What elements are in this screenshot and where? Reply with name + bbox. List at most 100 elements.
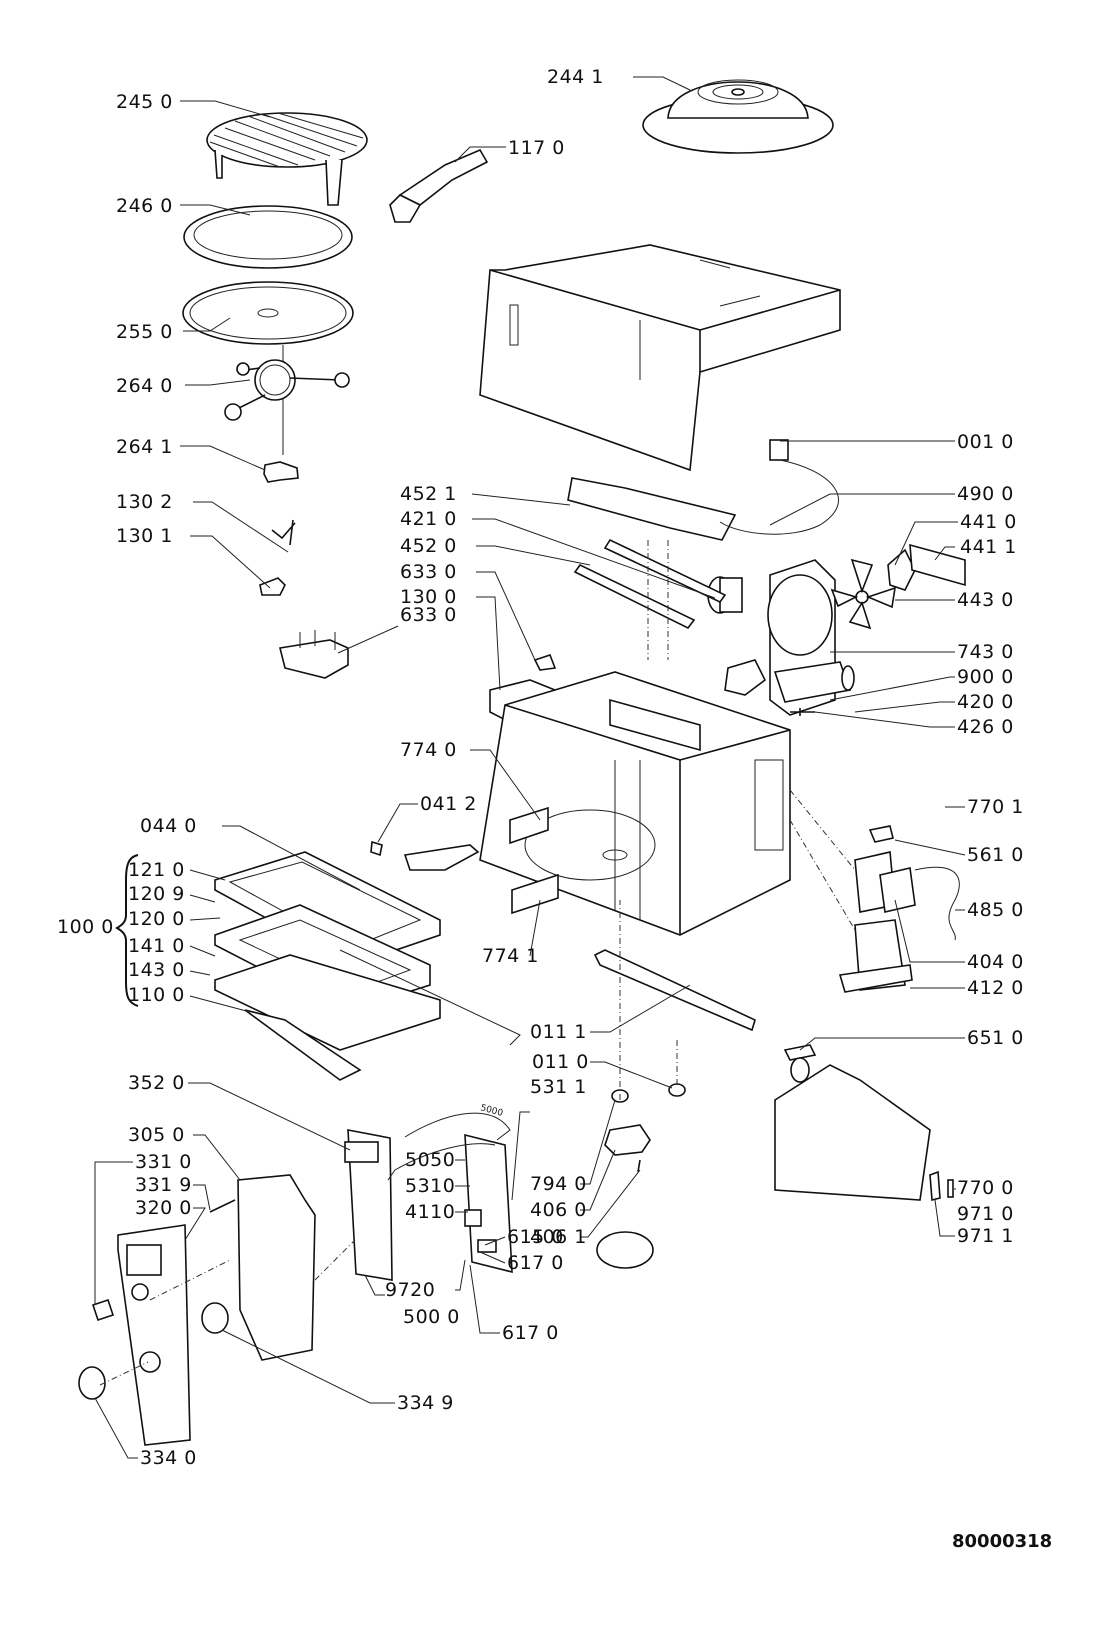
resistor-drawing: [790, 708, 815, 716]
control-panel-drawing: [117, 1224, 191, 1446]
switch-holder-drawing: [533, 653, 557, 671]
callout-900-0: 900 0: [957, 666, 1014, 688]
group-leaders: [189, 869, 251, 1013]
callout-352-0: 352 0: [128, 1072, 185, 1094]
callout-264-1: 264 1: [116, 436, 173, 458]
callout-5050: 5050: [405, 1149, 455, 1171]
pcb-arrow-annotation: 5000: [479, 1103, 504, 1119]
callout-245-0: 245 0: [116, 91, 173, 113]
callout-617-0-upper: 617 0: [507, 1252, 564, 1274]
magnetron-drawing: [854, 851, 916, 913]
wire-drawing: [914, 866, 960, 941]
turntable-motor-drawing: [604, 1124, 651, 1156]
callout-615-0: 615 0: [507, 1226, 564, 1248]
group-member-120-9: 120 9: [128, 883, 185, 905]
callout-4110: 4110: [405, 1201, 455, 1223]
callout-130-1: 130 1: [116, 525, 173, 547]
callout-5310: 5310: [405, 1175, 455, 1197]
fan-motor-drawing: [887, 548, 916, 591]
roller-ring-drawing: [224, 359, 350, 421]
group-member-110-0: 110 0: [128, 984, 185, 1006]
callout-331-9: 331 9: [135, 1174, 192, 1196]
door-bracket-drawing: [403, 844, 480, 871]
thermal-fuse-drawing: [868, 825, 894, 843]
callout-331-0: 331 0: [135, 1151, 192, 1173]
capacitor-drawing: [773, 661, 855, 703]
motor-screw-drawing: [637, 1159, 641, 1173]
callout-255-0: 255 0: [116, 321, 173, 343]
callout-011-1: 011 1: [530, 1021, 587, 1043]
foot-drawing: [668, 1083, 686, 1097]
crisp-plate-drawing: [183, 205, 353, 269]
callout-531-1: 531 1: [530, 1076, 587, 1098]
callout-246-0: 246 0: [116, 195, 173, 217]
callout-452-0: 452 0: [400, 535, 457, 557]
stirrer-cover-drawing: [596, 1231, 654, 1269]
control-bracket-drawing: [237, 1174, 316, 1361]
coupler-drawing: [263, 461, 299, 483]
handle-drawing: [389, 148, 489, 223]
callout-651-0: 651 0: [967, 1027, 1024, 1049]
knob-drawing: [78, 1366, 106, 1400]
callout-774-0: 774 0: [400, 739, 457, 761]
screw-drawing: [370, 840, 383, 857]
callout-001-0: 001 0: [957, 431, 1014, 453]
callout-971-1: 971 1: [957, 1225, 1014, 1247]
callout-leaders: [94, 76, 966, 1459]
mains-cable-drawing: [719, 439, 840, 535]
callout-426-0: 426 0: [957, 716, 1014, 738]
document-number: 80000318: [952, 1531, 1052, 1552]
fuse-drawing: [947, 1179, 954, 1198]
fuse-holder-drawing: [929, 1170, 941, 1202]
callout-421-0: 421 0: [400, 508, 457, 530]
callout-011-0: 011 0: [532, 1051, 589, 1073]
callout-774-1: 774 1: [482, 945, 539, 967]
lamp-drawing: [783, 1044, 817, 1083]
part-drawings: [78, 79, 966, 1446]
grill-heater-drawing: [573, 538, 727, 630]
callout-406-1: 406 1: [530, 1226, 587, 1248]
main-pcb-drawing: [387, 1112, 513, 1274]
knob-ring-drawing: [201, 1302, 229, 1334]
callout-561-0: 561 0: [967, 844, 1024, 866]
callout-244-1: 244 1: [547, 66, 604, 88]
callout-485-0: 485 0: [967, 899, 1024, 921]
callout-044-0: 044 0: [140, 815, 197, 837]
spring-drawing: [271, 519, 296, 546]
callout-770-1: 770 1: [967, 796, 1024, 818]
fan-blade-drawing: [830, 558, 896, 630]
hinge-plate-lower-drawing: [511, 873, 559, 915]
callout-334-0: 334 0: [140, 1447, 197, 1469]
callout-9720: 9720: [385, 1279, 435, 1301]
group-member-121-0: 121 0: [128, 859, 185, 881]
switch-bracket-drawing: [279, 630, 349, 679]
callout-264-0: 264 0: [116, 375, 173, 397]
fan-bracket-drawing: [909, 543, 966, 587]
callout-labels: 245 0 117 0 244 1 246 0 255 0 264 0 264 …: [57, 66, 1024, 1469]
heater-cover-drawing: [567, 477, 737, 541]
group-label-100-0: 100 0: [57, 916, 114, 938]
diode-drawing: [724, 659, 767, 696]
callout-420-0: 420 0: [957, 691, 1014, 713]
assembly-guide-lines: [99, 540, 856, 1386]
callout-633-0-left: 633 0: [400, 604, 457, 626]
callout-117-0: 117 0: [508, 137, 565, 159]
callout-130-2: 130 2: [116, 491, 173, 513]
callout-041-2: 041 2: [420, 793, 477, 815]
glass-plate-drawing: [182, 281, 354, 455]
outer-casing-drawing: [479, 244, 841, 472]
group-member-120-0: 120 0: [128, 908, 185, 930]
callout-490-0: 490 0: [957, 483, 1014, 505]
callout-500-0: 500 0: [403, 1306, 460, 1328]
callout-320-0: 320 0: [135, 1197, 192, 1219]
callout-305-0: 305 0: [128, 1124, 185, 1146]
callout-617-0-lower: 617 0: [502, 1322, 559, 1344]
callout-406-0: 406 0: [530, 1199, 587, 1221]
callout-971-0: 971 0: [957, 1203, 1014, 1225]
callout-743-0: 743 0: [957, 641, 1014, 663]
callout-443-0: 443 0: [957, 589, 1014, 611]
grill-rack-drawing: [206, 112, 368, 206]
lever-drawing: [259, 577, 286, 596]
display-pcb-drawing: [344, 1129, 393, 1281]
group-member-143-0: 143 0: [128, 959, 185, 981]
